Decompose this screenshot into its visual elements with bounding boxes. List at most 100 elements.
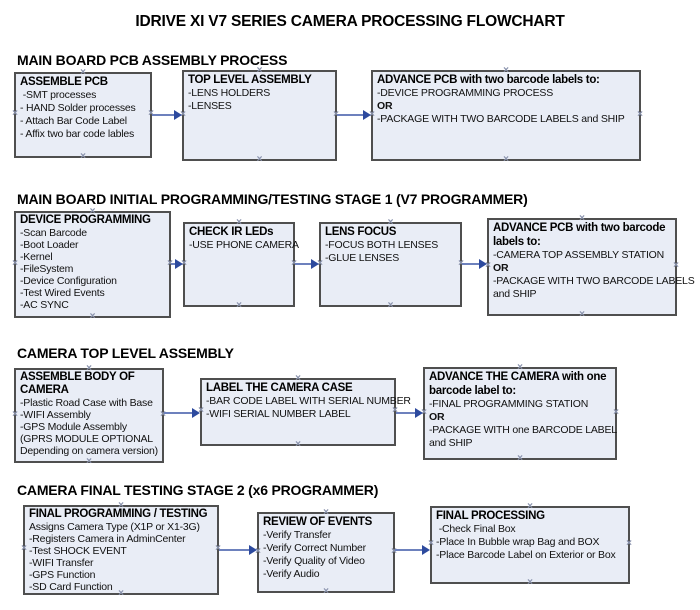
arrow-line	[219, 549, 252, 551]
arrowhead-icon	[363, 110, 371, 120]
box-line: - HAND Solder processes	[20, 102, 136, 114]
arrowhead-icon	[422, 545, 430, 555]
box-line: OR	[377, 100, 393, 112]
box-line: -GPS Module Assembly	[20, 421, 127, 433]
box-lines: -USE PHONE CAMERA	[189, 239, 299, 252]
box-line: -Verify Transfer	[263, 529, 331, 541]
box-line: -GPS Function	[29, 569, 96, 581]
flow-box-top-level-assembly[interactable]: TOP LEVEL ASSEMBLY -LENS HOLDERS-LENSES …	[180, 66, 339, 165]
flow-box-final-programming-testing[interactable]: FINAL PROGRAMMING / TESTING Assigns Came…	[21, 501, 221, 599]
box-line: -PACKAGE WITH TWO BARCODE LABELS	[493, 275, 695, 287]
flow-box-advance-camera[interactable]: ADVANCE THE CAMERA with one barcode labe…	[421, 363, 619, 464]
flow-arrow	[164, 408, 200, 418]
connection-point-icon: ×	[579, 309, 585, 320]
box-line: -LENSES	[188, 100, 232, 112]
box-title: ASSEMBLE BODY OF CAMERA	[20, 371, 135, 396]
arrow-line	[462, 263, 482, 265]
arrowhead-icon	[479, 259, 487, 269]
flow-box-assemble-body[interactable]: ASSEMBLE BODY OF CAMERA -Plastic Road Ca…	[12, 364, 166, 467]
box-line: OR	[493, 262, 509, 274]
connection-point-icon: ×	[323, 586, 329, 597]
flow-box-label-camera-case[interactable]: LABEL THE CAMERA CASE -BAR CODE LABEL WI…	[198, 374, 411, 450]
arrow-line	[171, 263, 178, 265]
connection-point-icon: ×	[673, 260, 679, 271]
flow-box-lens-focus[interactable]: LENS FOCUS -FOCUS BOTH LENSES-GLUE LENSE…	[317, 218, 464, 311]
arrow-line	[164, 412, 195, 414]
flow-box-final-processing[interactable]: FINAL PROCESSING -Check Final Box-Place …	[428, 502, 632, 588]
flow-box-advance-pcb[interactable]: ADVANCE PCB with two barcode labels to: …	[369, 66, 643, 165]
connection-point-icon: ×	[86, 456, 92, 467]
flow-arrow	[219, 545, 257, 555]
flow-box-review-of-events[interactable]: REVIEW OF EVENTS -Verify Transfer-Verify…	[255, 508, 397, 597]
box-line: -SD Card Function	[29, 581, 113, 593]
box-title: LABEL THE CAMERA CASE	[206, 382, 353, 394]
box-line: -WIFI Assembly	[20, 409, 91, 421]
box-title: ADVANCE THE CAMERA with one barcode labe…	[429, 371, 607, 397]
section-heading-initial-programming: MAIN BOARD INITIAL PROGRAMMING/TESTING S…	[17, 191, 528, 207]
connection-point-icon: ×	[387, 300, 394, 311]
box-lines: -Plastic Road Case with Base-WIFI Assemb…	[20, 397, 158, 457]
arrow-line	[337, 114, 366, 116]
box-lines: -LENS HOLDERS-LENSES	[188, 87, 331, 113]
connection-point-icon: ×	[236, 300, 242, 311]
flow-arrow	[171, 259, 183, 269]
box-line: -Test SHOCK EVENT	[29, 545, 127, 557]
flow-box-device-programming[interactable]: DEVICE PROGRAMMING -Scan Barcode-Boot Lo…	[12, 207, 173, 322]
box-line: -FOCUS BOTH LENSES	[325, 239, 439, 251]
box-line: - Affix two bar code lables	[20, 128, 135, 140]
box-line: -PACKAGE WITH TWO BARCODE LABELS and SHI…	[377, 113, 625, 125]
box-line: -Registers Camera in AdminCenter	[29, 533, 186, 545]
box-title: ADVANCE PCB with two barcode labels to:	[493, 222, 666, 248]
section-heading-camera-top-assembly: CAMERA TOP LEVEL ASSEMBLY	[17, 345, 234, 361]
box-line: -Scan Barcode	[20, 227, 87, 239]
box-lines: -Check Final Box-Place In Bubble wrap Ba…	[436, 523, 624, 562]
arrowhead-icon	[249, 545, 257, 555]
connection-point-icon: ×	[637, 108, 643, 120]
box-title: TOP LEVEL ASSEMBLY	[188, 74, 312, 86]
box-line: -Verify Correct Number	[263, 542, 366, 554]
box-line: -FileSystem	[20, 263, 74, 275]
box-line: (GPRS MODULE OPTIONAL	[20, 433, 153, 445]
box-line: -Device Configuration	[20, 275, 117, 287]
box-line: -WIFI Transfer	[29, 557, 94, 569]
box-title: ADVANCE PCB with two barcode labels to:	[377, 74, 600, 86]
arrowhead-icon	[192, 408, 200, 418]
box-line: -Verify Quality of Video	[263, 555, 365, 567]
box-line: -PACKAGE WITH one BARCODE LABEL	[429, 424, 617, 436]
box-line: -Plastic Road Case with Base	[20, 397, 153, 409]
box-line: -DEVICE PROGRAMMING PROCESS	[377, 87, 554, 99]
connection-point-icon: ×	[89, 311, 96, 322]
box-line: -Boot Loader	[20, 239, 79, 251]
box-line: -BAR CODE LABEL WITH SERIAL NUMBER	[206, 395, 411, 407]
box-title: LENS FOCUS	[325, 226, 397, 238]
box-lines: -Scan Barcode-Boot Loader-Kernel-FileSys…	[20, 227, 165, 311]
box-line: -AC SYNC	[20, 299, 69, 311]
section-heading-pcb-assembly: MAIN BOARD PCB ASSEMBLY PROCESS	[17, 52, 288, 68]
box-line: and SHIP	[493, 288, 537, 300]
box-line: -Check Final Box	[436, 523, 516, 535]
box-lines: -Verify Transfer-Verify Correct Number-V…	[263, 529, 389, 581]
box-line: -USE PHONE CAMERA	[189, 239, 299, 251]
box-lines: -FOCUS BOTH LENSES-GLUE LENSES	[325, 239, 456, 265]
arrowhead-icon	[415, 408, 423, 418]
connection-point-icon: ×	[626, 538, 632, 549]
box-line: -WIFI SERIAL NUMBER LABEL	[206, 408, 351, 420]
flow-arrow	[462, 259, 487, 269]
flow-box-check-ir-leds[interactable]: CHECK IR LEDs -USE PHONE CAMERA ××××	[181, 218, 299, 311]
flow-box-advance-pcb-stage1[interactable]: ADVANCE PCB with two barcode labels to: …	[485, 214, 695, 320]
arrow-line	[396, 412, 418, 414]
arrowhead-icon	[175, 259, 183, 269]
box-lines: -BAR CODE LABEL WITH SERIAL NUMBER-WIFI …	[206, 395, 411, 421]
box-lines: Assigns Camera Type (X1P or X1-3G)-Regis…	[29, 521, 213, 593]
arrowhead-icon	[174, 110, 182, 120]
flow-box-assemble-pcb[interactable]: ASSEMBLE PCB -SMT processes- HAND Solder…	[12, 68, 154, 162]
connection-point-icon: ×	[517, 453, 523, 464]
box-title: REVIEW OF EVENTS	[263, 516, 372, 528]
connection-point-icon: ×	[21, 543, 27, 554]
box-line: -Kernel	[20, 251, 53, 263]
connection-point-icon: ×	[527, 577, 533, 588]
box-lines: -SMT processes- HAND Solder processes- A…	[20, 89, 146, 141]
page-title: IDRIVE XI V7 SERIES CAMERA PROCESSING FL…	[135, 13, 565, 30]
